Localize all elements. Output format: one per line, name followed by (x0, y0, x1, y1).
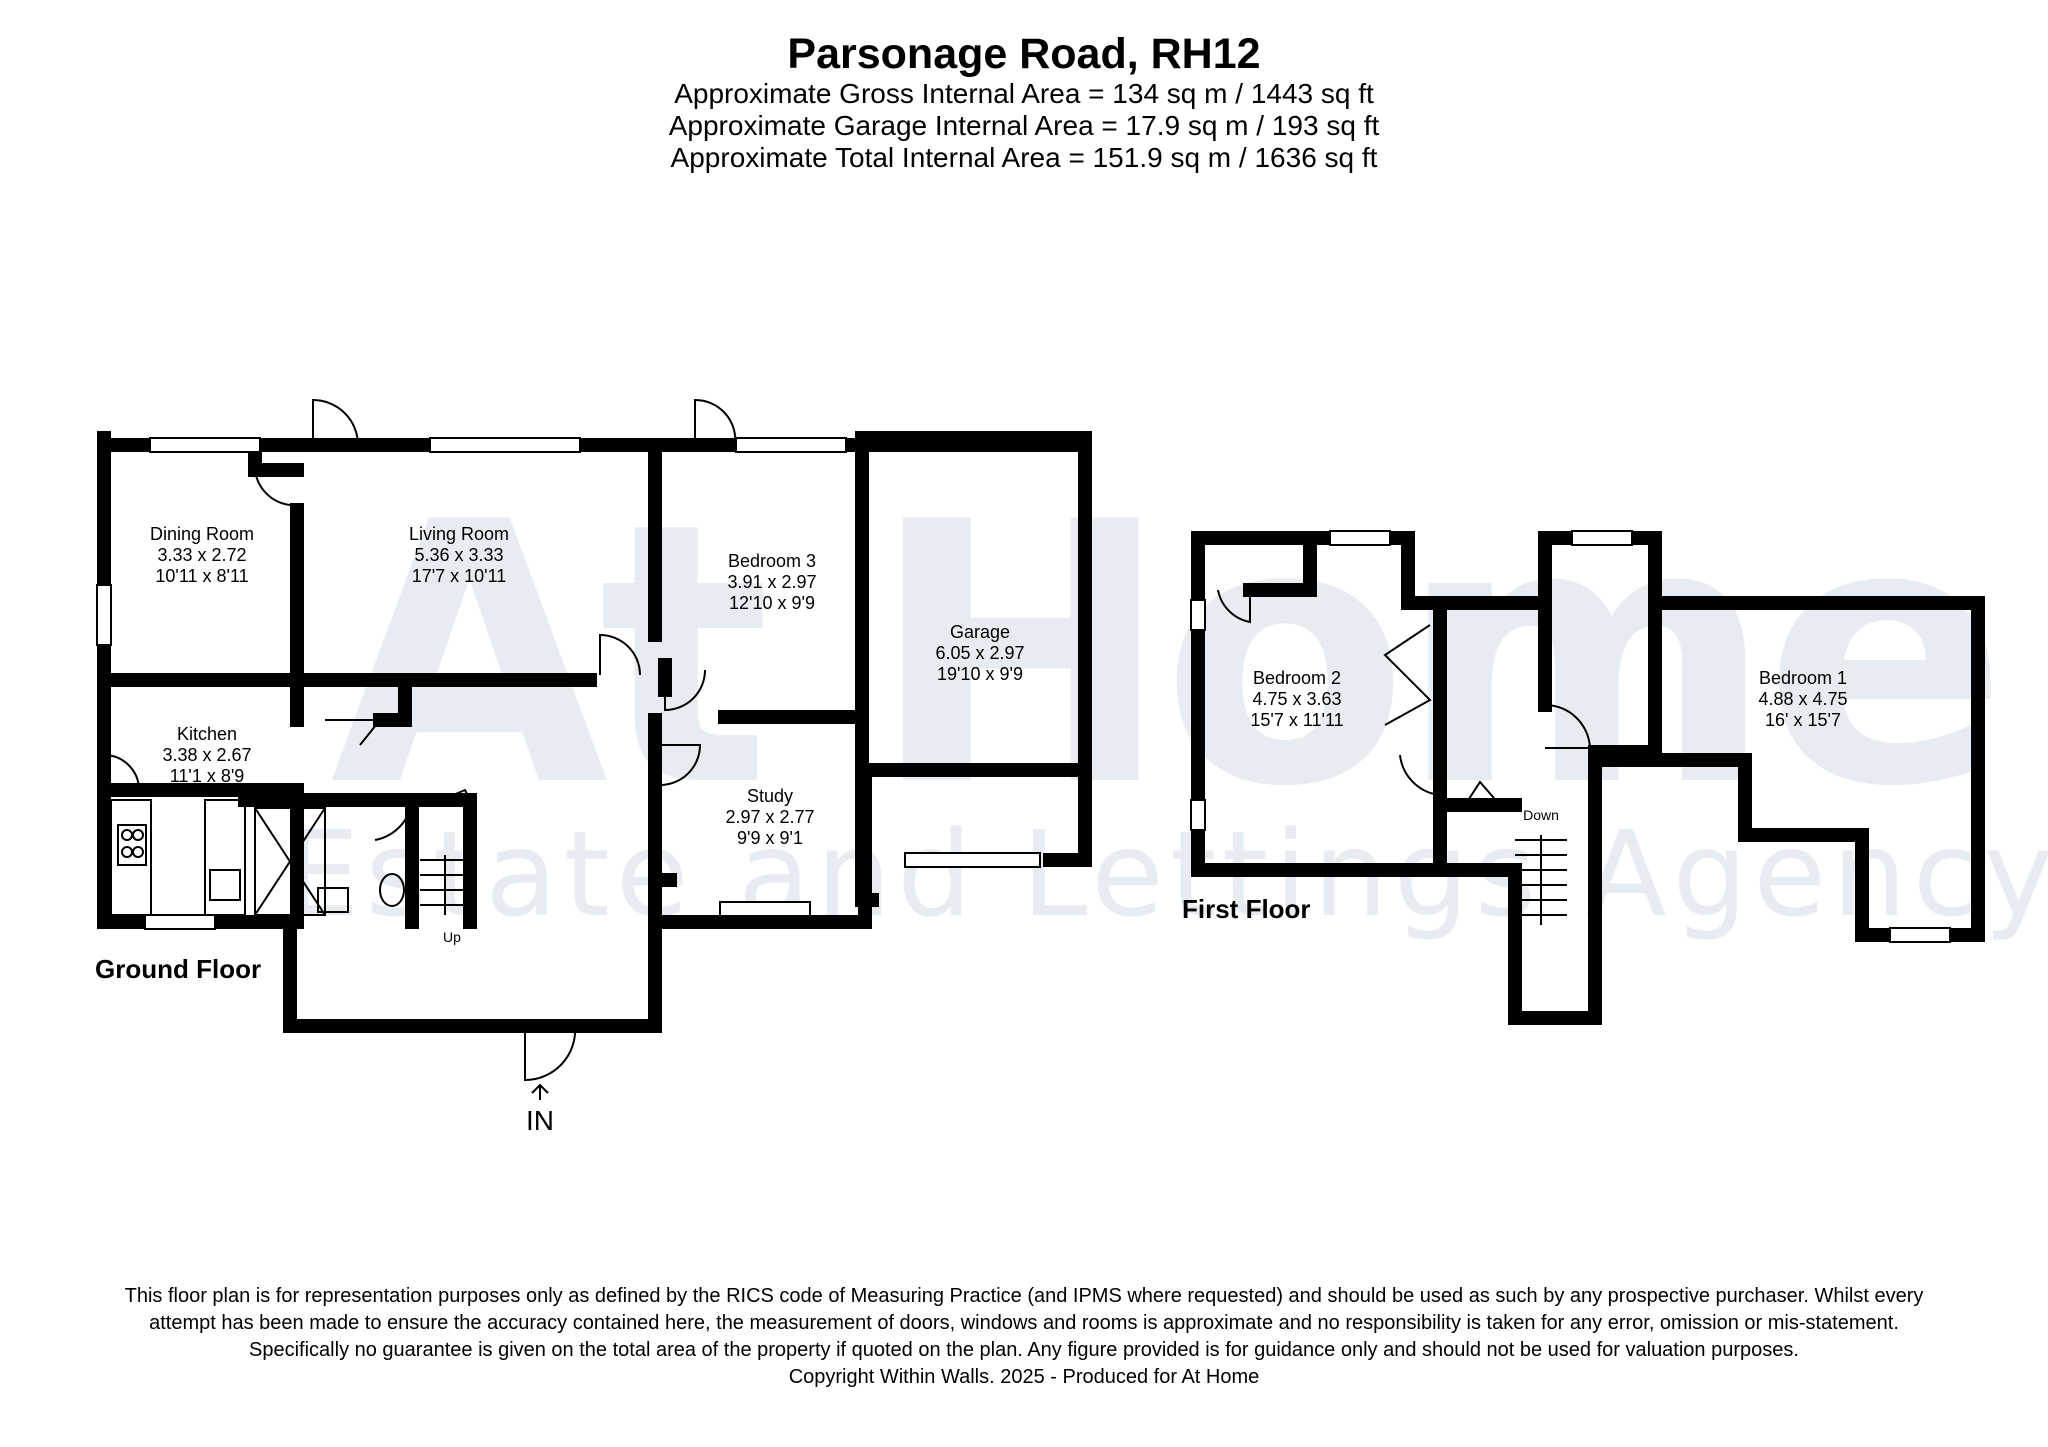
svg-text:Bedroom 1: Bedroom 1 (1759, 668, 1847, 688)
door (374, 799, 413, 841)
svg-text:Bedroom 2: Bedroom 2 (1253, 668, 1341, 688)
wall (373, 673, 412, 727)
room-label-study: Study 2.97 x 2.77 9'9 x 9'1 (725, 786, 814, 848)
door (599, 633, 641, 676)
door (254, 469, 291, 506)
window (719, 901, 811, 917)
sink-icon (209, 869, 241, 901)
header: Parsonage Road, RH12 Approximate Gross I… (0, 30, 2048, 174)
hob-icon (117, 824, 147, 866)
window (1190, 799, 1206, 831)
svg-text:6.05 x 2.97: 6.05 x 2.97 (935, 643, 1024, 663)
svg-text:4.75 x 3.63: 4.75 x 3.63 (1252, 689, 1341, 709)
entrance-arrow-icon (531, 1083, 549, 1100)
window (1571, 530, 1633, 546)
door (1544, 703, 1592, 749)
door (1383, 624, 1432, 726)
door (664, 669, 706, 712)
svg-text:17'7 x 10'11: 17'7 x 10'11 (412, 566, 507, 586)
door (103, 754, 140, 791)
total-area-text: Approximate Total Internal Area = 151.9 … (670, 142, 1378, 173)
garage-area-text: Approximate Garage Internal Area = 17.9 … (668, 110, 1380, 141)
svg-text:2.97 x 2.77: 2.97 x 2.77 (725, 807, 814, 827)
front-door (524, 1025, 577, 1082)
svg-text:3.91 x 2.97: 3.91 x 2.97 (727, 572, 816, 592)
svg-text:Living Room: Living Room (409, 524, 509, 544)
stairs-up-label: Up (443, 929, 461, 945)
svg-text:Bedroom 3: Bedroom 3 (728, 551, 816, 571)
svg-text:Garage: Garage (950, 622, 1010, 642)
door (312, 398, 359, 446)
door (1399, 754, 1441, 796)
disclaimer-text: This floor plan is for representation pu… (124, 1285, 1924, 1361)
copyright-text: Copyright Within Walls. 2025 - Produced … (788, 1366, 1260, 1388)
svg-text:Kitchen: Kitchen (177, 724, 237, 744)
room-label-bedroom-1: Bedroom 1 4.88 x 4.75 16' x 15'7 (1758, 668, 1847, 730)
disclaimer: This floor plan is for representation pu… (120, 1283, 1928, 1391)
svg-text:10'11 x 8'11: 10'11 x 8'11 (155, 566, 248, 586)
stairs-up (420, 855, 470, 915)
door (429, 788, 471, 806)
first-floor-label: First Floor (1182, 894, 1311, 924)
wall (855, 431, 879, 907)
stairs-down-label: Down (1523, 807, 1559, 823)
ground-floor-label: Ground Floor (95, 954, 261, 984)
window (144, 914, 216, 930)
ground-floor-plan: Up IN Ground Floor Dining Room 3.33 x 2.… (95, 398, 1092, 1136)
svg-text:16' x 15'7: 16' x 15'7 (1765, 710, 1841, 730)
gross-area-text: Approximate Gross Internal Area = 134 sq… (674, 78, 1374, 109)
window (1329, 530, 1391, 546)
room-label-kitchen: Kitchen 3.38 x 2.67 11'1 x 8'9 (162, 724, 251, 786)
window (1190, 599, 1206, 631)
window (1889, 927, 1951, 943)
window (149, 437, 261, 453)
room-label-garage: Garage 6.05 x 2.97 19'10 x 9'9 (935, 622, 1024, 684)
wall (1588, 596, 1662, 759)
window (429, 437, 581, 453)
window (904, 852, 1041, 868)
window (96, 584, 112, 646)
room-label-bedroom-3: Bedroom 3 3.91 x 2.97 12'10 x 9'9 (727, 551, 816, 613)
door (659, 744, 702, 786)
shower-tray-icon (254, 807, 326, 916)
door (1217, 589, 1251, 624)
wall (97, 748, 304, 929)
window (735, 437, 847, 453)
basin-icon (317, 887, 349, 913)
svg-text:Study: Study (747, 786, 793, 806)
room-label-living-room: Living Room 5.36 x 3.33 17'7 x 10'11 (409, 524, 509, 586)
svg-text:3.33 x 2.72: 3.33 x 2.72 (157, 545, 246, 565)
svg-text:19'10 x 9'9: 19'10 x 9'9 (937, 664, 1023, 684)
door (694, 398, 737, 446)
svg-text:12'10 x 9'9: 12'10 x 9'9 (729, 593, 815, 613)
wall (238, 793, 427, 929)
entrance-label: IN (526, 1105, 554, 1136)
door (1464, 780, 1501, 806)
svg-text:3.38 x 2.67: 3.38 x 2.67 (162, 745, 251, 765)
room-label-bedroom-2: Bedroom 2 4.75 x 3.63 15'7 x 11'11 (1250, 668, 1343, 730)
svg-text:15'7 x 11'11: 15'7 x 11'11 (1250, 710, 1343, 730)
stairs-down (1515, 835, 1567, 925)
first-floor-plan: Down First Floor Bedroom 2 4.75 x 3.63 1… (1182, 530, 1985, 1025)
wall (1243, 538, 1317, 597)
svg-text:9'9 x 9'1: 9'9 x 9'1 (737, 828, 803, 848)
door (325, 719, 383, 746)
svg-text:Dining Room: Dining Room (150, 524, 254, 544)
plan-title: Parsonage Road, RH12 (787, 30, 1261, 78)
svg-text:4.88 x 4.75: 4.88 x 4.75 (1758, 689, 1847, 709)
svg-text:Estate and Lettings Agency: Estate and Lettings Agency (285, 805, 2048, 943)
worktop (110, 799, 152, 916)
wall (1191, 531, 1447, 877)
svg-text:11'1 x 8'9: 11'1 x 8'9 (170, 766, 245, 786)
toilet-icon (379, 873, 405, 907)
wall (1191, 531, 1985, 1025)
svg-text:5.36 x 3.33: 5.36 x 3.33 (414, 545, 503, 565)
room-label-dining-room: Dining Room 3.33 x 2.72 10'11 x 8'11 (150, 524, 254, 586)
worktop (204, 799, 246, 916)
